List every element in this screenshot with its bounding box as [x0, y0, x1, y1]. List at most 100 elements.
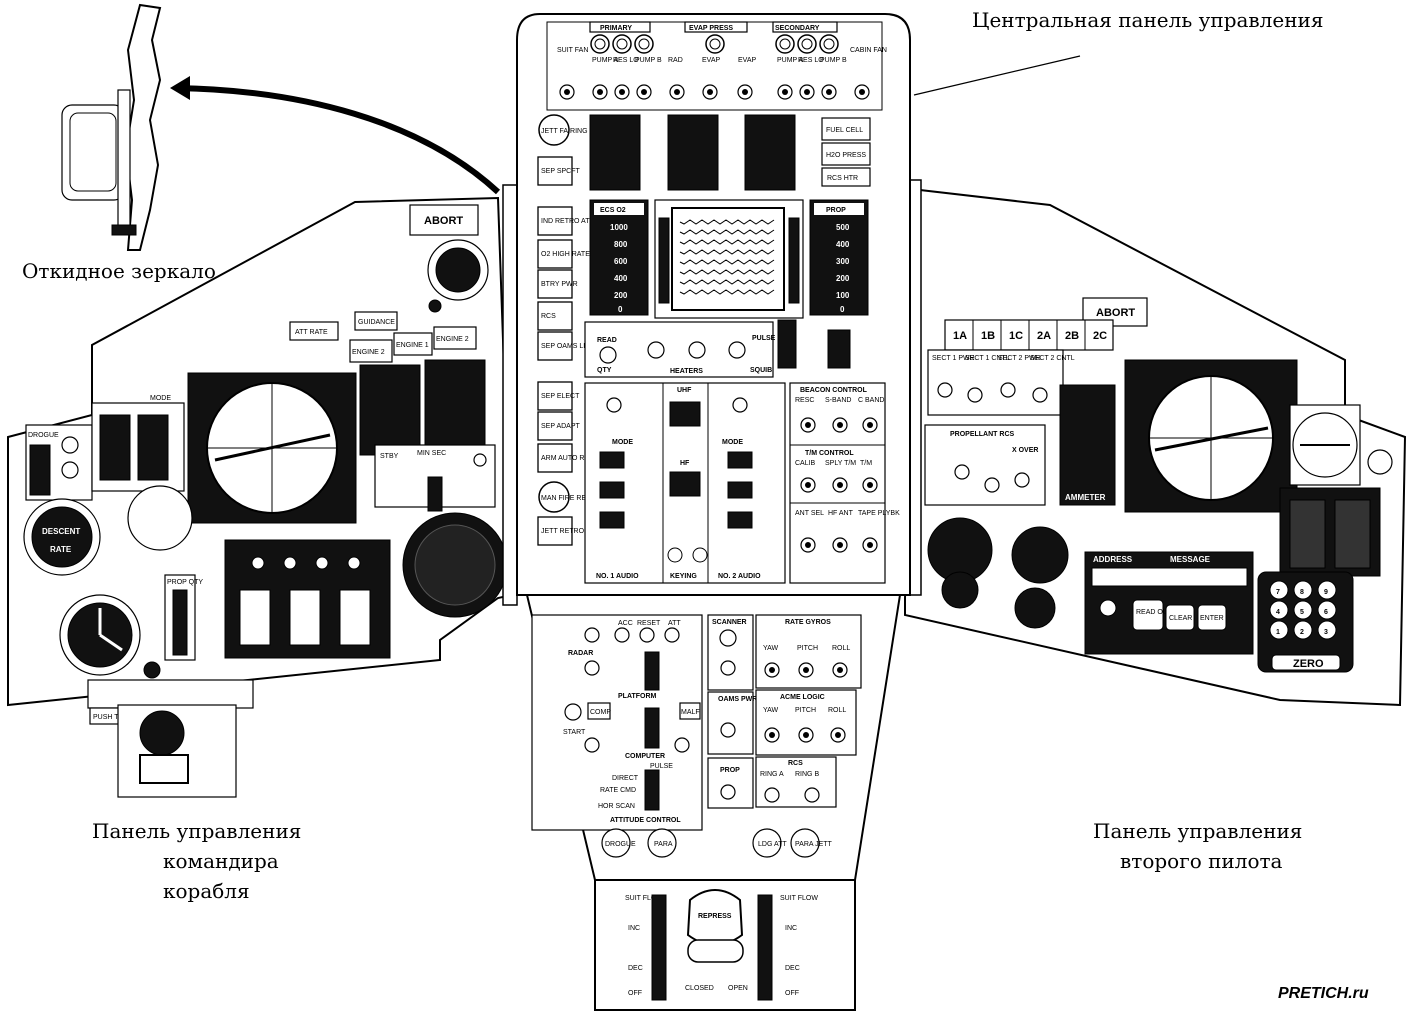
- rcs-a-switch[interactable]: [954, 464, 970, 480]
- rcs-b-switch[interactable]: [984, 477, 1000, 493]
- att-light[interactable]: [664, 627, 680, 643]
- jett-fairing-button[interactable]: [538, 114, 570, 146]
- jett-retro-button[interactable]: [537, 516, 573, 546]
- ring-b-switch[interactable]: [804, 787, 820, 803]
- keypad-key-1[interactable]: [1269, 620, 1289, 640]
- platform-rotary[interactable]: [644, 651, 660, 691]
- engine-2b-light[interactable]: [433, 326, 477, 350]
- radar-switch[interactable]: [584, 660, 600, 676]
- oams-pwr-switch[interactable]: [720, 722, 736, 738]
- svg-text:MODE: MODE: [150, 395, 171, 402]
- svg-text:DROGUE: DROGUE: [605, 841, 636, 848]
- h2o-press-light[interactable]: [821, 142, 871, 166]
- selector-knob[interactable]: [1014, 587, 1056, 629]
- qty-read-switch[interactable]: [599, 346, 617, 364]
- sect2-cntl-switch[interactable]: [1032, 387, 1048, 403]
- sep-adapt-button[interactable]: [537, 411, 573, 441]
- svg-text:ABORT: ABORT: [1096, 307, 1135, 319]
- heater-1-switch[interactable]: [647, 341, 665, 359]
- sect1-cntl-switch[interactable]: [967, 387, 983, 403]
- rotary-selector[interactable]: [827, 329, 851, 369]
- enter-button[interactable]: [1197, 604, 1227, 631]
- svg-text:0: 0: [840, 305, 845, 314]
- svg-text:1B: 1B: [981, 330, 995, 342]
- engine-1-light[interactable]: [393, 332, 433, 356]
- keypad-key-9[interactable]: [1317, 580, 1337, 600]
- volume-thumbwheel[interactable]: [727, 511, 753, 529]
- rcs-htr-light[interactable]: [821, 167, 871, 187]
- keypad-key-5[interactable]: [1293, 600, 1313, 620]
- rcs-button[interactable]: [537, 301, 573, 331]
- ind-retro-att-button[interactable]: [537, 206, 573, 236]
- svg-text:DEC: DEC: [628, 965, 643, 972]
- zero-key[interactable]: [1271, 654, 1341, 671]
- x-over-switch[interactable]: [1014, 472, 1030, 488]
- guidance-light[interactable]: [354, 311, 398, 331]
- scanner-switch[interactable]: [720, 660, 736, 676]
- sep-spcft-button[interactable]: [537, 156, 573, 186]
- volume-thumbwheel[interactable]: [599, 451, 625, 469]
- engine-2-light[interactable]: [349, 339, 393, 363]
- volume-thumbwheel[interactable]: [727, 481, 753, 499]
- arm-auto-retro-button[interactable]: [537, 443, 573, 473]
- start-button[interactable]: [564, 703, 582, 721]
- para-button[interactable]: [647, 828, 677, 858]
- svg-text:RATE: RATE: [50, 545, 72, 554]
- malf-button[interactable]: [679, 702, 701, 720]
- volume-thumbwheel[interactable]: [599, 481, 625, 499]
- squib-handle[interactable]: [777, 319, 797, 369]
- gyro-toggle-bat: [769, 667, 775, 673]
- sect2-pwr-switch[interactable]: [1000, 382, 1016, 398]
- computer-reset-switch[interactable]: [674, 737, 690, 753]
- no1-mode-switch[interactable]: [606, 397, 622, 413]
- ldg-att-button[interactable]: [752, 828, 782, 858]
- para-jett-button[interactable]: [790, 828, 820, 858]
- hand-controller-bracket: [87, 679, 254, 709]
- volume-thumbwheel[interactable]: [599, 511, 625, 529]
- keying-switch[interactable]: [692, 547, 708, 563]
- heater-3-switch[interactable]: [728, 341, 746, 359]
- computer-power-switch[interactable]: [584, 737, 600, 753]
- drogue-button[interactable]: [601, 828, 631, 858]
- keypad-key-2[interactable]: [1293, 620, 1313, 640]
- radar-power-light[interactable]: [584, 627, 600, 643]
- suit-flow-lever-left[interactable]: [651, 894, 667, 1001]
- man-fire-retro-button[interactable]: [538, 481, 570, 513]
- sep-oams-line-button[interactable]: [537, 331, 573, 361]
- keypad-key-4[interactable]: [1269, 600, 1289, 620]
- svg-text:START: START: [563, 729, 586, 736]
- fuel-cell-light[interactable]: [821, 117, 871, 141]
- keypad-key-8[interactable]: [1293, 580, 1313, 600]
- suit-flow-lever-right[interactable]: [757, 894, 773, 1001]
- o2-high-rate-button[interactable]: [537, 239, 573, 269]
- hand-controller-grip[interactable]: [139, 710, 185, 756]
- abort-light-right[interactable]: [1082, 297, 1148, 327]
- read-out-button[interactable]: [1132, 599, 1164, 631]
- keying-switch[interactable]: [667, 547, 683, 563]
- keypad-key-6[interactable]: [1317, 600, 1337, 620]
- heater-2-switch[interactable]: [688, 341, 706, 359]
- acc-light[interactable]: [614, 627, 630, 643]
- sep-elect-button[interactable]: [537, 381, 573, 411]
- att-rate-light[interactable]: [289, 321, 339, 341]
- sect1-pwr-switch[interactable]: [937, 382, 953, 398]
- volume-thumbwheel[interactable]: [727, 451, 753, 469]
- comp-button[interactable]: [587, 702, 611, 720]
- keypad-key-7[interactable]: [1269, 580, 1289, 600]
- keypad-key-label: 7: [1276, 589, 1280, 596]
- svg-text:ROLL: ROLL: [828, 707, 846, 714]
- svg-text:SECONDARY: SECONDARY: [775, 25, 820, 32]
- abort-light-left[interactable]: [409, 204, 479, 236]
- keypad-key-3[interactable]: [1317, 620, 1337, 640]
- reset-light[interactable]: [639, 627, 655, 643]
- mdiu-power-switch[interactable]: [1099, 599, 1117, 617]
- computer-rotary[interactable]: [644, 707, 660, 749]
- scanner-light[interactable]: [719, 629, 737, 647]
- clear-button[interactable]: [1165, 604, 1195, 631]
- prop-switch[interactable]: [720, 784, 736, 800]
- btry-pwr-button[interactable]: [537, 269, 573, 299]
- no2-mode-switch[interactable]: [732, 397, 748, 413]
- attitude-control-rotary[interactable]: [644, 769, 660, 811]
- ring-a-switch[interactable]: [764, 787, 780, 803]
- gauge-right-2: [1011, 526, 1069, 584]
